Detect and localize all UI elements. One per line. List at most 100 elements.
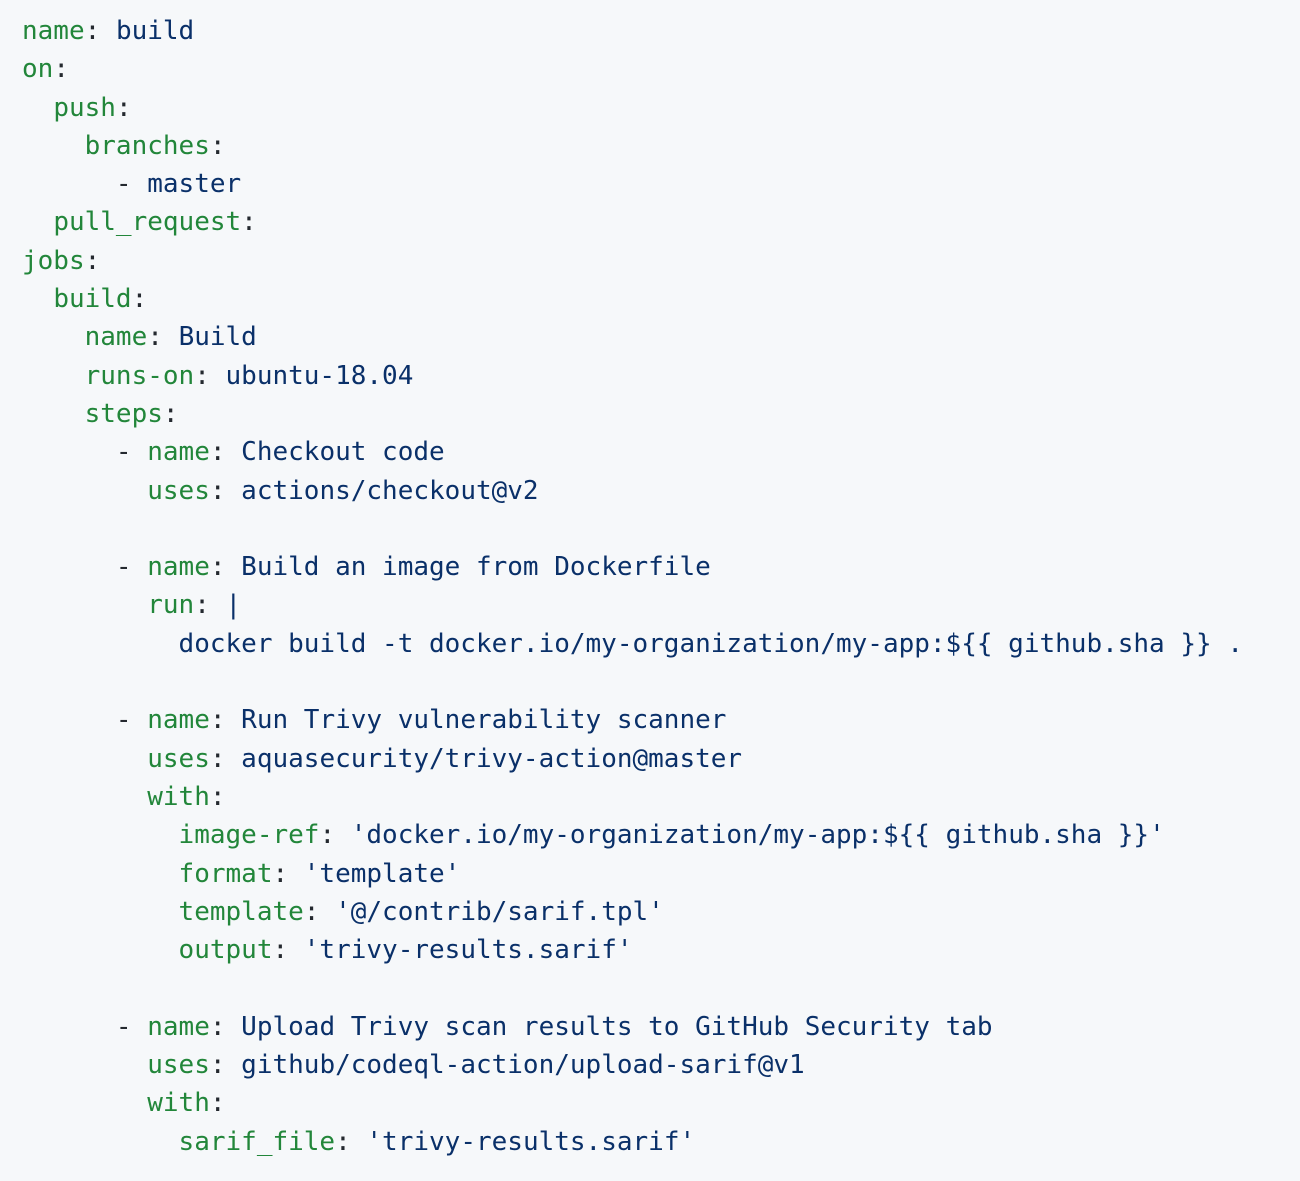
yaml-punctuation-token [22,897,179,927]
code-line: - master [22,165,1284,203]
yaml-punctuation-token [22,590,147,620]
yaml-value-token: Build [178,322,257,353]
code-line [22,663,1284,701]
yaml-value-token: docker build -t docker.io/my-organizatio… [178,628,1243,659]
yaml-key-token: push [53,92,116,123]
yaml-value-token: | [225,590,242,621]
code-line: steps: [22,395,1284,433]
yaml-punctuation-token: - [22,552,148,583]
code-line: with: [22,778,1284,816]
yaml-value-token: 'template' [303,858,461,889]
yaml-value-token: github/codeql-action/upload-sarif@v1 [241,1050,805,1081]
yaml-punctuation-token: : [209,1050,242,1081]
yaml-punctuation-token [22,782,147,812]
yaml-key-token: uses [147,475,210,506]
yaml-key-token: uses [147,1050,210,1081]
yaml-key-token: sarif_file [178,1126,336,1157]
code-line: runs-on: ubuntu-18.04 [22,357,1284,395]
yaml-punctuation-token: : [84,245,101,276]
code-line: sarif_file: 'trivy-results.sarif' [22,1123,1284,1161]
yaml-punctuation-token [22,361,85,391]
yaml-key-token: name [22,16,85,46]
yaml-punctuation-token: : [335,1126,367,1157]
yaml-key-token: build [53,284,132,315]
yaml-value-token: Upload Trivy scan results to GitHub Secu… [241,1011,993,1042]
code-line: run: | [22,586,1284,624]
yaml-punctuation-token [22,131,85,161]
yaml-punctuation-token [22,935,179,965]
yaml-punctuation-token: - [22,705,148,736]
yaml-key-token: run [147,590,195,621]
yaml-key-token: runs-on [84,360,195,391]
yaml-value-token: master [147,169,242,200]
code-line: template: '@/contrib/sarif.tpl' [22,893,1284,931]
code-line: docker build -t docker.io/my-organizatio… [22,625,1284,663]
yaml-punctuation-token: : [209,1088,226,1119]
yaml-punctuation-token: : [209,130,226,161]
yaml-punctuation-token [22,1088,147,1118]
yaml-punctuation-token: : [115,92,132,123]
yaml-value-token: 'trivy-results.sarif' [366,1126,696,1157]
yaml-punctuation-token [22,399,85,429]
yaml-value-token: aquasecurity/trivy-action@master [241,743,743,774]
yaml-punctuation-token [22,284,53,314]
yaml-value-token: Run Trivy vulnerability scanner [241,705,727,736]
code-line: pull_request: [22,203,1284,241]
code-line: - name: Build an image from Dockerfile [22,548,1284,586]
yaml-key-token: with [147,1088,210,1119]
code-line: image-ref: 'docker.io/my-organization/my… [22,816,1284,854]
yaml-punctuation-token: : [319,820,351,851]
yaml-punctuation-token: : [53,54,69,85]
yaml-key-token: template [178,896,304,927]
yaml-punctuation-token: : [303,896,336,927]
yaml-punctuation-token: : [209,1011,242,1042]
yaml-value-token: actions/checkout@v2 [241,475,539,506]
yaml-punctuation-token: : [209,552,242,583]
yaml-punctuation-token: : [272,935,304,966]
code-line [22,510,1284,548]
code-line: - name: Checkout code [22,433,1284,471]
yaml-key-token: name [84,322,148,353]
code-line: build: [22,280,1284,318]
code-line: name: build [22,12,1284,50]
code-line: on: [22,50,1284,88]
yaml-punctuation-token: : [131,284,148,315]
yaml-punctuation-token [22,1127,179,1157]
yaml-key-token: name [147,437,210,468]
yaml-value-token: build [115,16,195,46]
yaml-punctuation-token [22,820,179,850]
yaml-punctuation-token [22,859,179,889]
yaml-punctuation-token: : [209,781,226,812]
yaml-punctuation-token: : [272,858,304,889]
yaml-punctuation-token: : [194,590,226,621]
yaml-key-token: with [147,781,210,812]
yaml-punctuation-token: : [84,16,116,46]
yaml-value-token: '@/contrib/sarif.tpl' [335,896,664,927]
yaml-key-token: image-ref [178,820,320,851]
yaml-punctuation-token: : [147,322,179,353]
code-line: branches: [22,127,1284,165]
yaml-key-token: name [147,705,210,736]
yaml-punctuation-token: : [209,475,242,506]
yaml-punctuation-token [22,629,179,659]
yaml-punctuation-token: - [22,1011,148,1042]
yaml-value-token: Checkout code [241,437,445,468]
yaml-key-token: jobs [22,245,85,276]
yaml-punctuation-token: - [22,169,148,200]
yaml-key-token: branches [84,130,210,161]
yaml-value-token: 'trivy-results.sarif' [303,935,633,966]
yaml-punctuation-token [22,476,147,506]
code-line: with: [22,1084,1284,1122]
code-line: - name: Upload Trivy scan results to Git… [22,1008,1284,1046]
yaml-punctuation-token [22,1050,147,1080]
yaml-punctuation-token: : [162,398,179,429]
yaml-punctuation-token: : [194,360,226,391]
yaml-key-token: format [178,858,273,889]
yaml-punctuation-token: : [209,437,242,468]
yaml-key-token: name [147,1011,210,1042]
yaml-key-token: steps [84,398,163,429]
code-line: uses: github/codeql-action/upload-sarif@… [22,1046,1284,1084]
yaml-punctuation-token [22,322,85,352]
yaml-key-token: name [147,552,210,583]
